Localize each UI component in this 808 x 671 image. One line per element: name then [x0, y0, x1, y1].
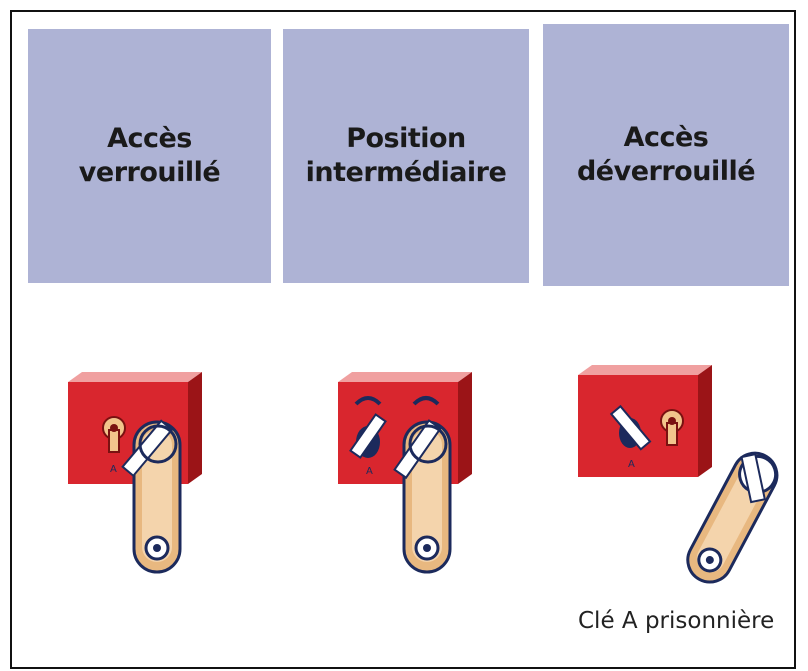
- panel-title: Position intermédiaire: [306, 122, 507, 190]
- panel-title-line: Accès: [623, 122, 709, 153]
- key-handle-icon: [349, 413, 387, 459]
- state-panel-intermediate: Position intermédiaire: [283, 29, 529, 283]
- panel-title-line: déverrouillé: [576, 156, 756, 187]
- panel-title-line: Accès: [107, 123, 192, 154]
- panel-title-line: verrouillé: [78, 157, 221, 188]
- panel-title: Accès déverrouillé: [576, 121, 756, 189]
- keyhole-icon: [660, 409, 684, 446]
- key-marker-label: A: [110, 464, 117, 475]
- diagram-frame: Accès verrouillé Position intermédiaire …: [10, 10, 796, 669]
- key-handle-icon: [686, 451, 779, 584]
- lock-box-icon: [578, 365, 712, 477]
- state-panel-unlocked: Accès déverrouillé: [543, 24, 789, 286]
- panel-title-line: Position: [346, 123, 466, 154]
- lock-box-icon: A: [578, 365, 779, 584]
- key-marker-label: A: [628, 459, 635, 470]
- key-handle-icon: [609, 404, 652, 451]
- panel-title: Accès verrouillé: [78, 122, 221, 190]
- lock-box-icon: A: [68, 372, 202, 574]
- rotation-arrow-icon: [354, 396, 382, 406]
- key-marker-label: A: [366, 466, 373, 477]
- rotation-arrow-icon: [412, 396, 440, 406]
- key-handle-icon: [121, 419, 182, 574]
- state-panel-locked: Accès verrouillé: [28, 29, 271, 283]
- panel-title-line: intermédiaire: [305, 157, 507, 188]
- key-handle-icon: [393, 419, 452, 574]
- lock-box-icon: A: [338, 372, 472, 574]
- captive-key-caption: Clé A prisonnière: [578, 608, 775, 634]
- keyhole-icon: [102, 416, 126, 453]
